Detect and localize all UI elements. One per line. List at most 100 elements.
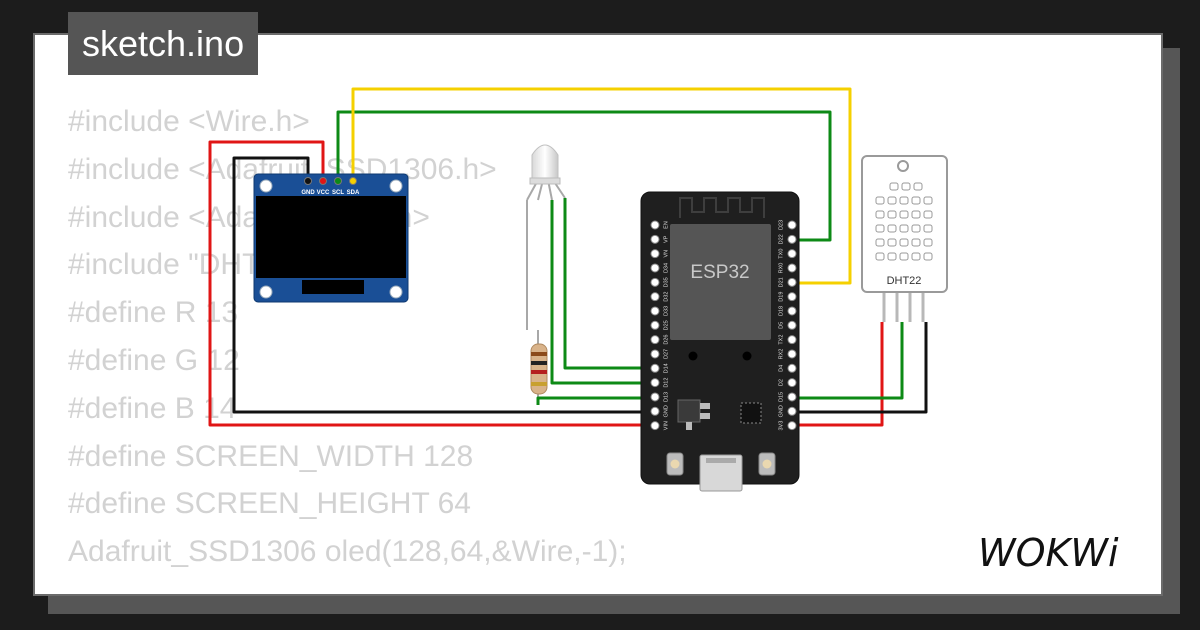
esp32-pin[interactable]	[650, 292, 660, 302]
esp32-pin[interactable]	[787, 335, 797, 345]
dht-grille-slot	[875, 238, 885, 247]
esp32-pin[interactable]	[650, 220, 660, 230]
oled-pin-label: SDA	[347, 190, 360, 196]
esp32-pin[interactable]	[787, 320, 797, 330]
oled-pin-label: SCL	[332, 190, 344, 196]
esp32-left-pin-header: ENVPVND34D35D32D33D25D26D27D14D12D13GNDV…	[650, 220, 669, 431]
usb-chip	[740, 402, 762, 424]
esp32-board[interactable]: ESP32 ENVPVND34D35D32D33D25D26D27D14D12D…	[640, 191, 800, 492]
esp32-pin[interactable]	[787, 234, 797, 244]
en-button[interactable]	[758, 452, 776, 476]
dht-grille-slot	[923, 252, 933, 261]
esp32-pin[interactable]	[787, 263, 797, 273]
dht-grille-slot	[899, 196, 909, 205]
dht-grille-slot	[899, 252, 909, 261]
wokwi-logo: WOKWi	[978, 531, 1119, 575]
wire-black	[792, 322, 928, 414]
esp32-pin-label: VN	[663, 250, 669, 258]
esp32-pin[interactable]	[787, 378, 797, 388]
esp32-pin-label: D26	[663, 335, 669, 345]
dht-grille	[875, 182, 933, 261]
esp32-pin-label: D12	[663, 378, 669, 388]
dht22-sensor[interactable]: DHT22	[861, 155, 948, 322]
esp32-label: ESP32	[690, 262, 749, 283]
esp32-pin-label: D21	[778, 277, 784, 287]
esp32-pin-label: EN	[663, 221, 669, 229]
rgb-led[interactable]	[526, 144, 566, 330]
dht-grille-slot	[875, 252, 885, 261]
esp32-pin[interactable]	[787, 220, 797, 230]
esp32-pin-label: TX0	[778, 249, 784, 259]
dht-grille-slot	[923, 224, 933, 233]
esp32-pin[interactable]	[787, 306, 797, 316]
wire-green	[336, 110, 832, 242]
esp32-pin-label: GND	[778, 405, 784, 417]
boot-button[interactable]	[666, 452, 684, 476]
dht-grille-slot	[875, 196, 885, 205]
code-line: #define SCREEN_WIDTH 128	[68, 439, 474, 473]
esp32-pin[interactable]	[650, 249, 660, 259]
wire-green	[536, 396, 652, 405]
dht-grille-slot	[923, 238, 933, 247]
esp32-pin[interactable]	[787, 349, 797, 359]
dht-grille-slot	[911, 210, 921, 219]
esp32-pin-label: D5	[778, 322, 784, 329]
esp32-pin[interactable]	[787, 292, 797, 302]
esp32-pin[interactable]	[650, 335, 660, 345]
esp32-pin-label: D35	[663, 277, 669, 287]
esp32-pin[interactable]	[650, 363, 660, 373]
esp32-pin[interactable]	[650, 406, 660, 416]
esp32-pin[interactable]	[650, 349, 660, 359]
dht-grille-slot	[899, 224, 909, 233]
oled-pin-label: VCC	[317, 190, 330, 196]
dht-grille-slot	[899, 238, 909, 247]
wokwi-logo-text: WOKWi	[978, 531, 1119, 575]
resistor[interactable]	[530, 330, 548, 405]
esp32-module-shield	[670, 224, 771, 340]
wires	[208, 87, 928, 427]
esp32-pin-label: D32	[663, 292, 669, 302]
esp32-pin[interactable]	[650, 421, 660, 431]
esp32-pin[interactable]	[787, 249, 797, 259]
dht-grille-slot	[911, 196, 921, 205]
esp32-pin-label: D23	[778, 220, 784, 230]
dht-grille-slot	[911, 224, 921, 233]
esp32-pin-label: D22	[778, 234, 784, 244]
wire-yellow	[351, 87, 852, 285]
esp32-pin-label: D25	[663, 320, 669, 330]
esp32-pin[interactable]	[787, 392, 797, 402]
esp32-pin[interactable]	[650, 392, 660, 402]
esp32-pin[interactable]	[650, 277, 660, 287]
dht-grille-slot	[899, 210, 909, 219]
esp32-pin[interactable]	[787, 277, 797, 287]
wire-black	[232, 156, 655, 414]
esp32-pin-label: D4	[778, 365, 784, 372]
esp32-pin-label: VP	[663, 235, 669, 243]
esp32-pin-label: RX0	[778, 263, 784, 274]
esp32-pin-label: RX2	[778, 349, 784, 360]
dht-grille-slot	[889, 182, 899, 191]
esp32-pin[interactable]	[650, 263, 660, 273]
esp32-pin-label: D13	[663, 392, 669, 402]
dht-grille-slot	[887, 252, 897, 261]
oled-display[interactable]: GND VCC SCL SDA	[253, 173, 409, 303]
esp32-pin[interactable]	[787, 363, 797, 373]
dht-grille-slot	[911, 238, 921, 247]
esp32-pin[interactable]	[787, 406, 797, 416]
esp32-pin-label: VIN	[663, 421, 669, 430]
esp32-pin[interactable]	[787, 421, 797, 431]
esp32-pin[interactable]	[650, 234, 660, 244]
esp32-pin-label: D19	[778, 292, 784, 302]
esp32-pin[interactable]	[650, 320, 660, 330]
esp32-pin-label: D18	[778, 306, 784, 316]
dht-grille-slot	[923, 196, 933, 205]
wire-red	[208, 140, 884, 427]
dht-grille-slot	[887, 210, 897, 219]
esp32-pin[interactable]	[650, 378, 660, 388]
dht-grille-slot	[913, 182, 923, 191]
esp32-pin[interactable]	[650, 306, 660, 316]
dht-grille-slot	[875, 224, 885, 233]
code-line: Adafruit_SSD1306 oled(128,64,&Wire,-1);	[68, 535, 627, 569]
esp32-right-pin-header: D23D22TX0RX0D21D19D18D5TX2RX2D4D2D15GND3…	[778, 220, 797, 431]
